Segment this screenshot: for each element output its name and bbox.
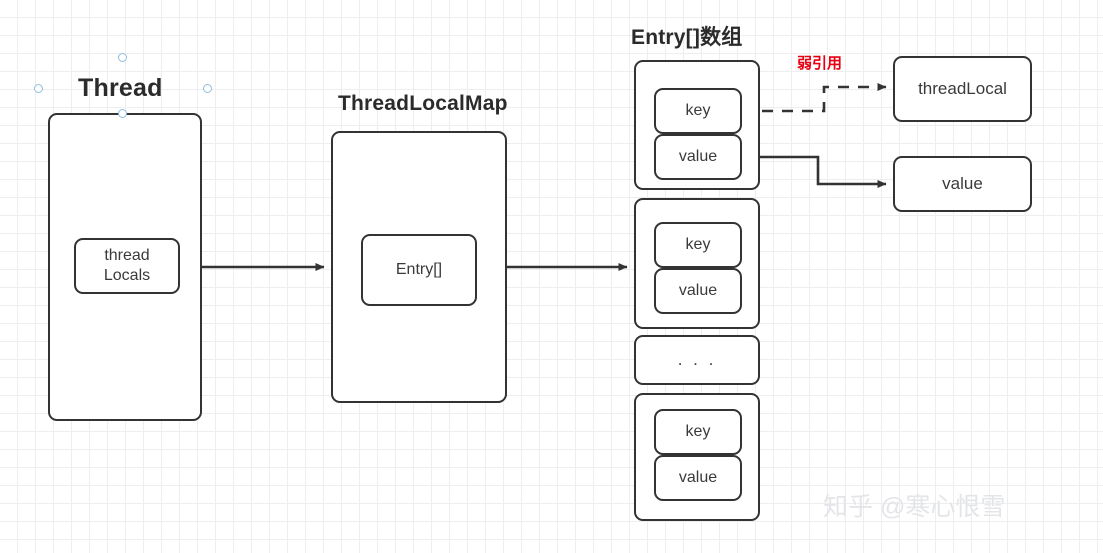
entry-cell-3-key[interactable]: key [654,409,742,455]
entry-cell-ellipsis[interactable]: . . . [634,335,760,385]
value-object-box[interactable]: value [893,156,1032,212]
selection-handle-left[interactable] [34,84,43,93]
title-thread-local-map: ThreadLocalMap [338,92,508,115]
arrow-value-to-value-box [742,155,887,188]
weak-reference-label: 弱引用 [797,55,843,72]
thread-locals-label: thread Locals [104,246,150,285]
arrow-key-weakref-to-threadlocal [742,83,887,113]
selection-handle-right[interactable] [203,84,212,93]
selection-handle-bottom[interactable] [118,109,127,118]
entry-array-ref-box[interactable]: Entry[] [361,234,477,306]
selection-handle-top[interactable] [118,53,127,62]
thread-locals-label-line1: thread [104,247,150,265]
title-entry-array: Entry[]数组 [631,26,743,49]
entry-cell-1-value[interactable]: value [654,134,742,180]
entry-cell-1-key[interactable]: key [654,88,742,134]
entry-cell-3-value[interactable]: value [654,455,742,501]
entry-cell-2-key[interactable]: key [654,222,742,268]
entry-cell-2-value[interactable]: value [654,268,742,314]
title-thread: Thread [78,74,163,102]
thread-locals-label-line2: Locals [103,267,151,284]
thread-local-object-box[interactable]: threadLocal [893,56,1032,122]
watermark: 知乎 @寒心恨雪 [823,493,1006,521]
thread-locals-box[interactable]: thread Locals [74,238,180,294]
